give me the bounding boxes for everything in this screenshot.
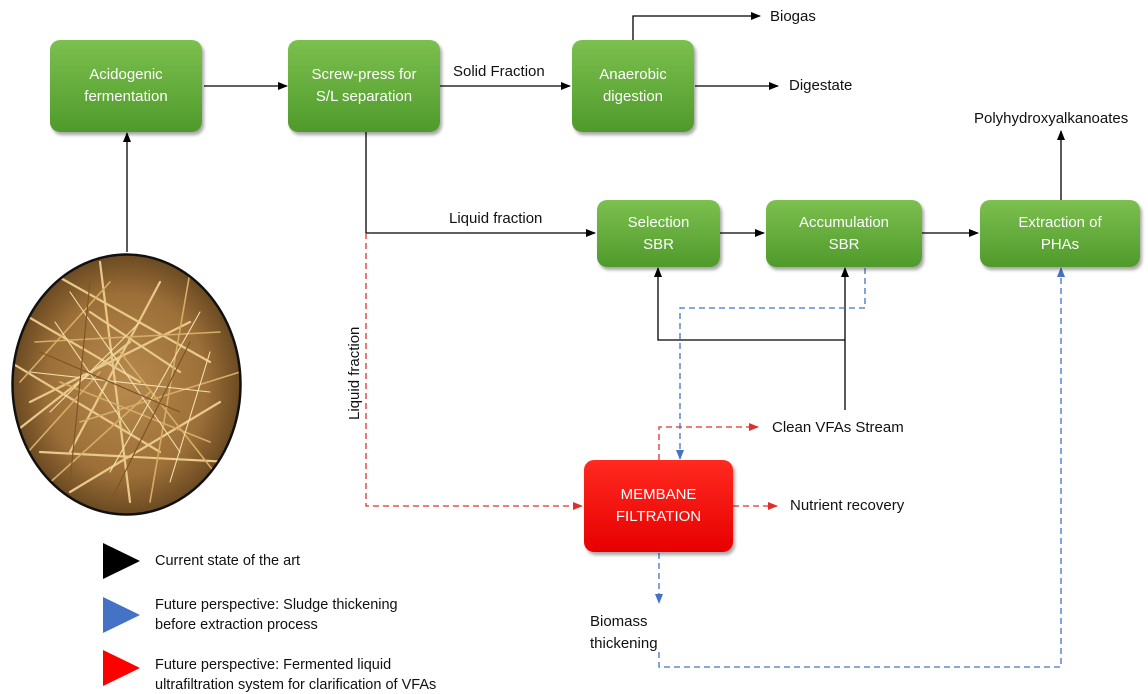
- label-liquid-fraction-vertical: Liquid fraction: [346, 326, 363, 420]
- label-biogas: Biogas: [770, 8, 816, 25]
- legend-current-state: Current state of the art: [155, 553, 301, 569]
- legend-blue-triangle: [103, 597, 140, 633]
- label-digestate: Digestate: [789, 77, 853, 94]
- arrow-to-biogas: [632, 12, 761, 40]
- blue-biomass-to-extraction: [658, 267, 1065, 668]
- box-anaerobic-digestion: Anaerobic digestion: [572, 40, 694, 132]
- legend-sludge-thickening: Future perspective: Sludge thickening be…: [155, 597, 398, 633]
- legend-black-triangle: [103, 543, 140, 579]
- red-membrane-to-clean-vfa: [658, 423, 759, 460]
- box-screw-press: Screw-press for S/L separation: [288, 40, 440, 132]
- box-extraction-phas: Extraction of PHAs: [980, 200, 1140, 267]
- label-polyhydroxyalkanoates: Polyhydroxyalkanoates: [974, 110, 1129, 127]
- box-acidogenic-fermentation: Acidogenic fermentation: [50, 40, 202, 132]
- legend-red-triangle: [103, 650, 140, 686]
- label-solid-fraction: Solid Fraction: [453, 63, 545, 80]
- red-liquid-to-membrane: [365, 233, 583, 510]
- legend-fermented-liquid-ultrafiltration: Future perspective: Fermented liquid ult…: [155, 657, 437, 693]
- box-membrane-filtration: MEMBANE FILTRATION: [584, 460, 733, 552]
- box-accumulation-sbr: Accumulation SBR: [766, 200, 922, 267]
- label-liquid-fraction: Liquid fraction: [449, 210, 543, 227]
- arrow-vfa-to-selection: [654, 267, 845, 341]
- label-nutrient-recovery: Nutrient recovery: [790, 497, 905, 514]
- label-clean-vfas-stream: Clean VFAs Stream: [772, 419, 904, 436]
- straw-feedstock-image: [11, 253, 242, 516]
- blue-accumulation-to-membrane: [676, 268, 866, 460]
- label-biomass-thickening: Biomass thickening: [590, 613, 658, 652]
- box-selection-sbr: Selection SBR: [597, 200, 720, 267]
